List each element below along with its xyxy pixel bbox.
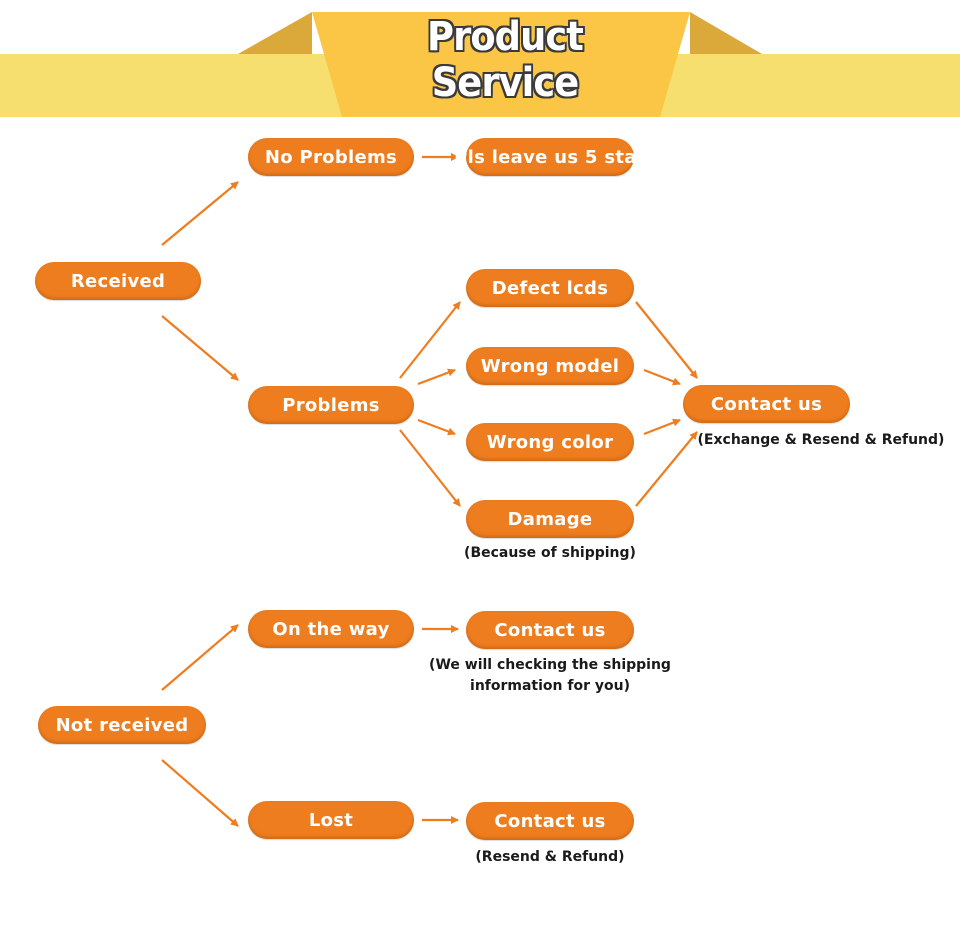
node-wrong-color: Wrong color — [466, 423, 634, 461]
node-not-received: Not received — [38, 706, 206, 744]
arrow-not-received-to-lost — [161, 759, 239, 827]
arrow-not-received-to-on-the-way — [161, 624, 239, 691]
node-defect-lcds: Defect lcds — [466, 269, 634, 307]
node-contact-us-exchange: Contact us — [683, 385, 850, 423]
arrow-problems-to-wrong-color — [417, 418, 456, 436]
arrow-received-to-problems — [161, 315, 239, 381]
note-shipping: (We will checking the shipping informati… — [415, 655, 685, 697]
node-contact-us-shipping: Contact us — [466, 611, 634, 649]
node-five-star: Pls leave us 5 star — [454, 138, 646, 176]
arrow-wrong-color-to-contact — [643, 418, 681, 436]
arrow-received-to-no-problems — [161, 181, 239, 246]
note-refund: (Resend & Refund) — [475, 849, 625, 865]
node-lost: Lost — [248, 801, 414, 839]
note-shipping-line-2: information for you) — [470, 678, 630, 694]
arrow-problems-to-wrong-model — [417, 368, 456, 386]
node-received: Received — [35, 262, 201, 300]
note-exchange: (Exchange & Resend & Refund) — [697, 432, 945, 448]
banner-ribbon — [238, 12, 762, 117]
node-no-problems: No Problems — [248, 138, 414, 176]
node-damage: Damage — [466, 500, 634, 538]
node-problems: Problems — [248, 386, 414, 424]
note-shipping-line-1: (We will checking the shipping — [429, 657, 671, 673]
arrow-problems-to-damage — [399, 429, 461, 507]
title-line-2: Service — [431, 60, 579, 106]
arrow-defect-to-contact — [635, 301, 698, 379]
note-damage: (Because of shipping) — [464, 545, 636, 561]
page-title: Product Service — [353, 14, 657, 106]
title-line-1: Product — [427, 14, 584, 60]
arrow-damage-to-contact — [635, 431, 698, 507]
arrow-problems-to-defect — [399, 301, 461, 379]
node-on-the-way: On the way — [248, 610, 414, 648]
node-contact-us-refund: Contact us — [466, 802, 634, 840]
node-wrong-model: Wrong model — [466, 347, 634, 385]
arrow-wrong-model-to-contact — [643, 368, 681, 386]
